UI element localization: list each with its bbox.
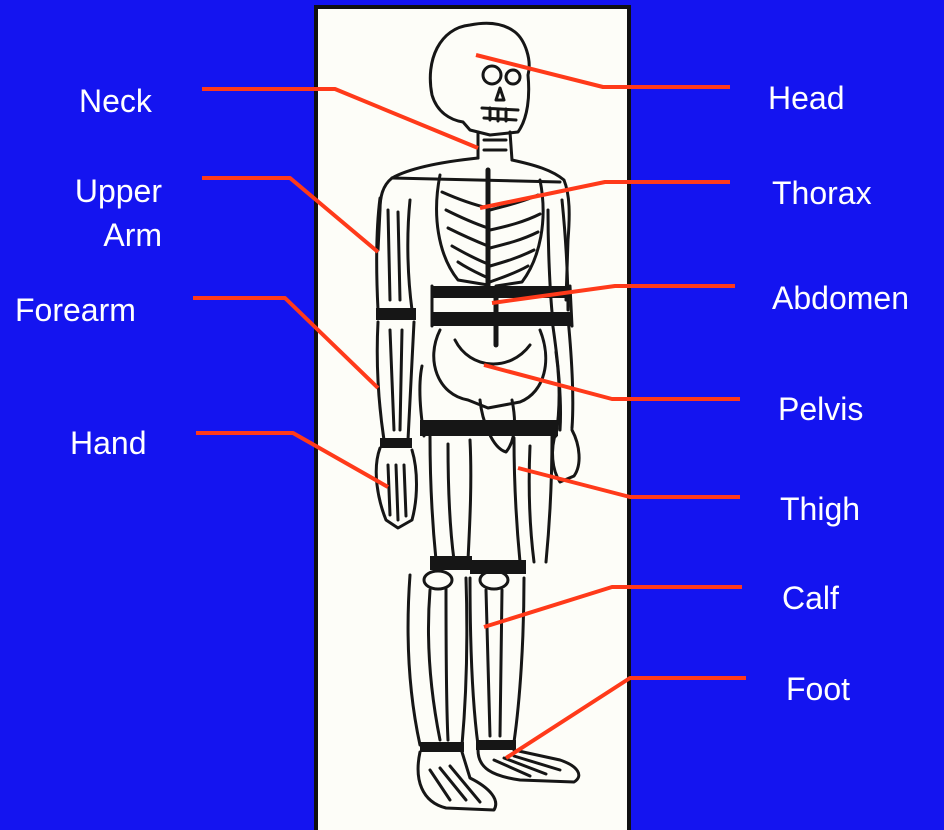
label-thigh: Thigh	[780, 488, 860, 530]
label-calf: Calf	[782, 577, 839, 619]
label-neck: Neck	[79, 80, 152, 122]
label-upper-arm-line2: Arm	[60, 214, 162, 256]
label-pelvis: Pelvis	[778, 388, 863, 430]
label-upper-arm-line1: Upper	[60, 170, 162, 212]
label-thorax: Thorax	[772, 172, 872, 214]
label-head: Head	[768, 77, 845, 119]
label-hand: Hand	[70, 422, 147, 464]
label-abdomen: Abdomen	[772, 277, 909, 319]
label-forearm: Forearm	[15, 289, 136, 331]
label-foot: Foot	[786, 668, 850, 710]
